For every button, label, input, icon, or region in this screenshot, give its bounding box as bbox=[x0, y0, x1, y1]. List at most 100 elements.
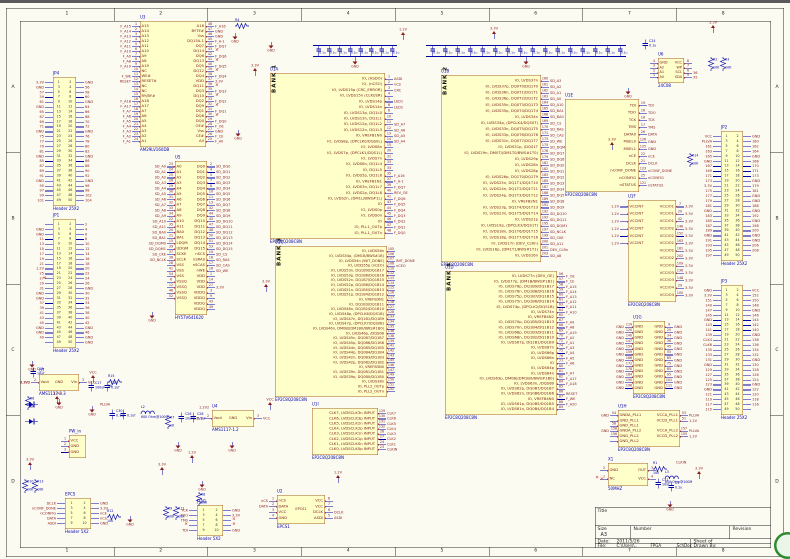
pin-stub bbox=[167, 227, 175, 228]
resistor-icon-R3[interactable] bbox=[719, 57, 727, 71]
pin-number: 1 bbox=[271, 496, 275, 501]
comp-body-U2[interactable] bbox=[277, 495, 325, 524]
comp-body-U1I[interactable] bbox=[312, 408, 378, 455]
resistor-icon-R1[interactable] bbox=[653, 465, 667, 473]
resistor-icon-R9[interactable] bbox=[162, 506, 170, 520]
pin-name: A1 bbox=[659, 70, 665, 75]
net-label: 127 bbox=[705, 372, 712, 377]
pin-name: VSSQ bbox=[176, 278, 187, 284]
net-label: SD_A5 bbox=[154, 192, 166, 197]
header-pin-number: 11 bbox=[724, 158, 729, 163]
pin-function: IO, LVDS12p, DQ1L2 bbox=[343, 121, 382, 127]
pin-dot bbox=[276, 506, 278, 508]
wire bbox=[444, 51, 446, 56]
resistor-icon-R7[interactable] bbox=[164, 415, 172, 429]
comp-body-U1H[interactable] bbox=[618, 410, 680, 447]
resistor-icon-R8[interactable] bbox=[195, 492, 203, 506]
resistor-icon-R12[interactable] bbox=[107, 513, 121, 521]
wire bbox=[713, 186, 721, 187]
comp-body-U1G[interactable] bbox=[633, 321, 665, 394]
pin-dot bbox=[556, 301, 558, 304]
comp-body-U1F[interactable] bbox=[628, 200, 676, 302]
header-pin-number: 11 bbox=[56, 246, 61, 251]
pin-function: IO, LVDS75n, DQ1B6/DQ1B14 bbox=[498, 299, 554, 304]
pin-name: VSSQ bbox=[176, 295, 187, 300]
header-pin-number: 50 bbox=[68, 340, 73, 345]
pin-dot bbox=[384, 89, 386, 92]
pin-number: 196 bbox=[625, 383, 633, 388]
part-name: Header 25X2 bbox=[721, 261, 748, 266]
comp-body-X1[interactable] bbox=[608, 463, 648, 486]
pin-stub bbox=[206, 86, 214, 88]
comp-body-U1C[interactable] bbox=[275, 246, 387, 397]
resistor-icon-R13[interactable] bbox=[31, 479, 39, 493]
net-label: GND bbox=[674, 363, 683, 368]
header-pin-number: 31 bbox=[724, 362, 729, 367]
wire bbox=[713, 205, 721, 207]
comp-body-U6[interactable] bbox=[658, 58, 684, 83]
net-label: GND bbox=[615, 375, 624, 380]
resistor-icon-R4[interactable] bbox=[235, 22, 249, 30]
pin-dot bbox=[205, 121, 207, 123]
pin-dot bbox=[675, 206, 677, 208]
resistor-icon-R11[interactable] bbox=[172, 506, 180, 520]
comp-body-U1D[interactable] bbox=[445, 271, 557, 415]
bank-label: BANK 3 bbox=[275, 236, 283, 266]
pin-function: IO, LVDS16p, (DM1T1/BWS#1T1) bbox=[476, 247, 538, 252]
pin-stub bbox=[541, 99, 549, 100]
pin-function: TMS bbox=[628, 124, 636, 129]
pin-name: GND bbox=[654, 368, 663, 374]
pin-number: 45 bbox=[207, 37, 213, 41]
comp-body-U5[interactable] bbox=[175, 161, 207, 315]
header-pin-number: 2 bbox=[736, 133, 739, 138]
frame-tick bbox=[676, 547, 677, 556]
power-arrow-icon bbox=[336, 475, 340, 478]
pin-number: 48 bbox=[386, 228, 392, 233]
net-label: F_DQ7 bbox=[215, 44, 227, 49]
pin-name: Vss bbox=[197, 33, 204, 39]
pin-stub bbox=[387, 275, 395, 277]
cap-value: 0.1u bbox=[570, 51, 578, 55]
wire bbox=[743, 255, 751, 257]
comp-body-JTAG[interactable] bbox=[197, 505, 223, 536]
wire bbox=[743, 186, 751, 187]
net-label: SD_A8 bbox=[550, 253, 562, 258]
comp-body-JP2[interactable] bbox=[721, 131, 743, 261]
wire bbox=[713, 210, 721, 212]
wire bbox=[45, 258, 53, 260]
net-label: RESET bbox=[566, 392, 578, 397]
comp-body-U3[interactable] bbox=[140, 21, 206, 147]
inductor-icon-L3[interactable] bbox=[664, 475, 679, 481]
pin-dot bbox=[384, 106, 386, 109]
comp-body-U1A[interactable] bbox=[270, 73, 385, 239]
wire bbox=[713, 146, 721, 147]
net-label: 3.3V bbox=[685, 204, 693, 209]
gnd-label: GND bbox=[55, 405, 63, 410]
header-pin-number: 9 bbox=[57, 241, 60, 246]
resistor-icon-R10[interactable] bbox=[21, 479, 29, 493]
comp-body-U1E[interactable] bbox=[565, 99, 639, 192]
comp-body-JP4[interactable] bbox=[53, 77, 76, 206]
pin-dot bbox=[206, 242, 208, 245]
net-label: F_A5 bbox=[122, 119, 131, 124]
net-label: 95 bbox=[39, 183, 44, 188]
designator-JTAG: JTAG bbox=[197, 499, 207, 504]
inductor-icon-L2[interactable] bbox=[140, 410, 155, 416]
resistor-icon-R15[interactable] bbox=[108, 378, 122, 386]
net-label: 58 bbox=[85, 90, 90, 95]
pin-dot bbox=[664, 359, 666, 362]
comp-body-JP1[interactable] bbox=[53, 219, 76, 348]
comp-body-JP3[interactable] bbox=[721, 285, 743, 415]
net-label: 177 bbox=[705, 194, 712, 198]
resistor-icon-R2[interactable] bbox=[707, 57, 715, 71]
pin-dot bbox=[540, 80, 542, 83]
pin-number: 43 bbox=[208, 299, 214, 304]
wire bbox=[189, 520, 197, 522]
pin-name: RY/BY# bbox=[141, 93, 156, 99]
pin-number: 77 bbox=[558, 358, 564, 363]
pin-function: IO, LVDS24p, DQ1T3/DQ1T12 bbox=[483, 192, 538, 198]
comp-body-U1B[interactable] bbox=[441, 75, 541, 262]
comp-body-EPCS[interactable] bbox=[65, 498, 91, 529]
pin-number: 121 bbox=[639, 180, 647, 185]
resistor-icon-R14[interactable] bbox=[686, 153, 694, 167]
